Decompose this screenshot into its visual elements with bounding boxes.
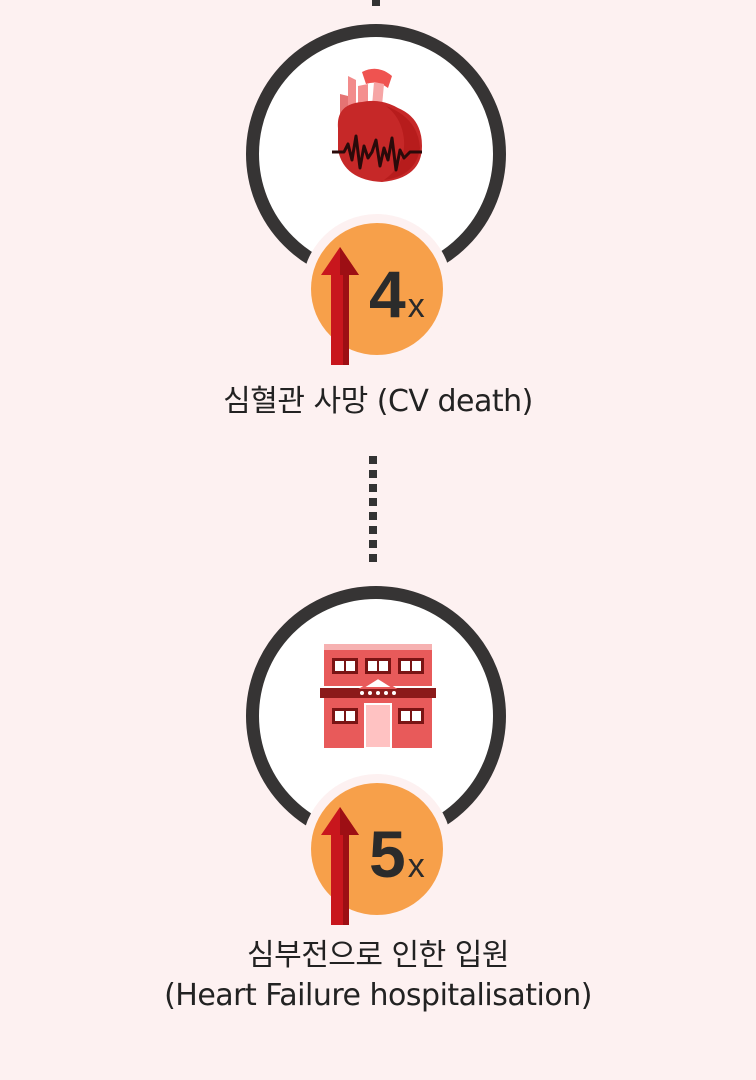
hf-hospitalisation-multiplier: 5 x bbox=[369, 821, 425, 887]
hf-label-english: (Heart Failure hospitalisation) bbox=[164, 978, 592, 1013]
up-arrow-icon bbox=[321, 247, 359, 365]
cv-death-multiplier: 4 x bbox=[369, 261, 425, 327]
heart-icon bbox=[318, 66, 438, 186]
connector-line-top bbox=[372, 0, 380, 6]
up-arrow-icon bbox=[321, 807, 359, 925]
cv-death-multiplier-badge: 4 x bbox=[302, 214, 452, 365]
multiplier-value: 4 bbox=[369, 257, 406, 331]
connector-dotted-line bbox=[369, 456, 377, 562]
hospital-icon bbox=[318, 636, 438, 756]
multiplier-unit: x bbox=[407, 287, 425, 325]
hf-hospitalisation-label: 심부전으로 인한 입원 (Heart Failure hospitalisati… bbox=[0, 936, 756, 1016]
hf-hospitalisation-multiplier-badge: 5 x bbox=[302, 774, 452, 925]
multiplier-value: 5 bbox=[369, 817, 406, 891]
multiplier-unit: x bbox=[407, 847, 425, 885]
hf-label-korean: 심부전으로 인한 입원 bbox=[247, 938, 509, 973]
cv-death-label: 심혈관 사망 (CV death) bbox=[223, 384, 533, 419]
